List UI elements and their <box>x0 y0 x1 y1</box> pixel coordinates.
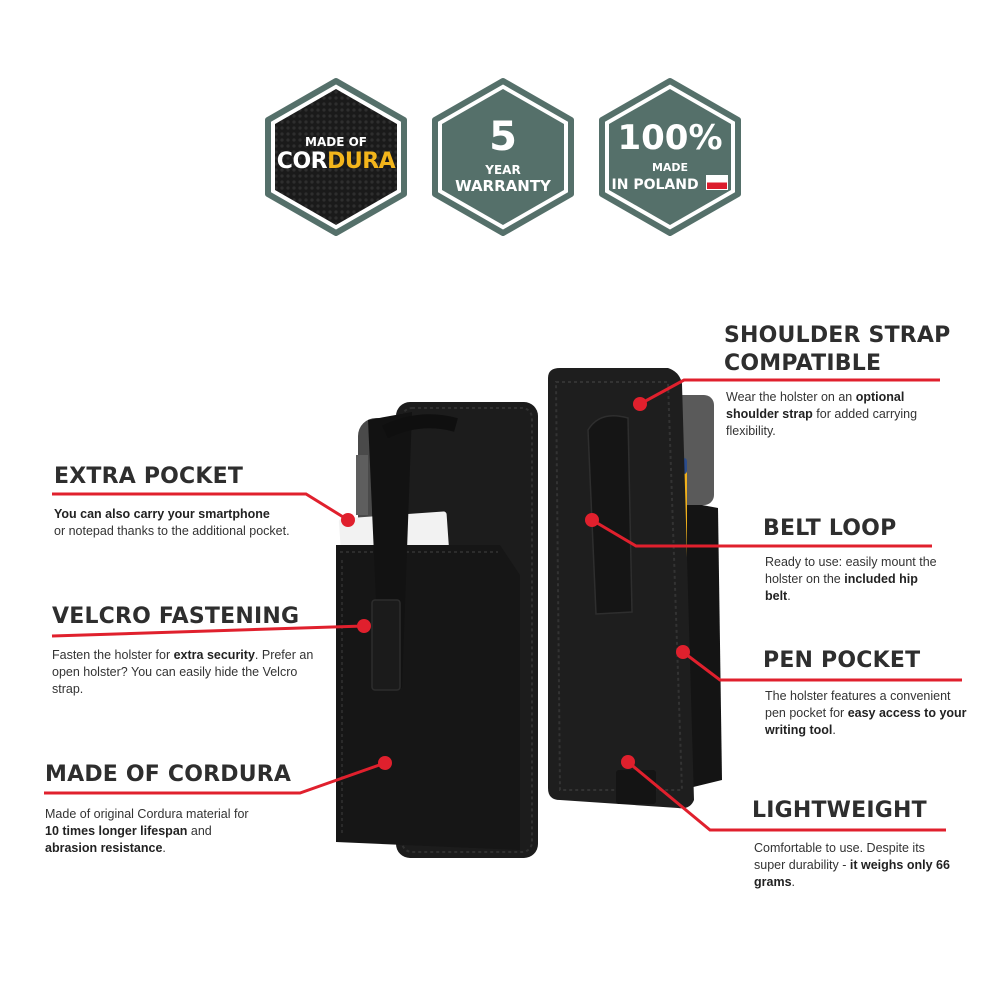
warranty-line2: WARRANTY <box>455 177 551 195</box>
pen-pocket-desc: The holster features a convenient pen po… <box>765 688 970 739</box>
poland-line2-row: IN POLAND <box>595 175 745 193</box>
cordura-desc-p1: Made of original Cordura material for <box>45 807 249 821</box>
cordura-logo-part1: COR <box>276 149 328 174</box>
poland-line2: IN POLAND <box>611 177 699 193</box>
shoulder-strap-title-line2: COMPATIBLE <box>724 351 882 376</box>
shoulder-strap-desc: Wear the holster on an optional shoulder… <box>726 389 931 440</box>
belt-loop-desc: Ready to use: easily mount the holster o… <box>765 554 945 605</box>
cordura-desc-p3: . <box>162 841 166 855</box>
velcro-desc-p1: Fasten the holster for <box>52 648 174 662</box>
light-desc-p2: . <box>791 875 796 889</box>
warranty-line1: YEAR <box>485 163 521 177</box>
badge-made-in-poland: 100% MADE IN POLAND <box>595 77 745 237</box>
badge-cordura-line1: MADE OF <box>305 135 367 149</box>
cordura-desc-bold1: 10 times longer lifespan <box>45 824 188 838</box>
pen-desc-p1: The holster features a convenient pen po… <box>765 689 951 720</box>
extra-pocket-desc-bold: You can also carry your smartphone <box>54 507 270 521</box>
belt-desc-bold: included hip belt <box>765 572 918 603</box>
pen-desc-bold: easy access to your writing tool <box>765 706 967 737</box>
shoulder-desc-p1: Wear the holster on an <box>726 390 856 404</box>
poland-line1: MADE <box>651 161 689 174</box>
shoulder-desc-p2: for added carrying flexibility. <box>726 407 918 438</box>
light-desc-bold: it weighs only 66 grams <box>754 858 950 889</box>
holster-front-image <box>336 402 538 858</box>
shoulder-strap-title: SHOULDER STRAP COMPATIBLE <box>724 322 950 378</box>
poland-flag-icon <box>706 175 729 190</box>
belt-desc-p1: Ready to use: easily mount the holster o… <box>765 555 937 586</box>
made-of-cordura-title: MADE OF CORDURA <box>45 762 292 787</box>
badge-made-of-cordura: MADE OF CORDURA <box>261 77 411 237</box>
cordura-desc-bold2: abrasion resistance <box>45 841 163 855</box>
cordura-logo-part2: DURA <box>327 149 396 174</box>
lightweight-desc: Comfortable to use. Despite its super du… <box>754 840 954 891</box>
badge-5-year-warranty: 5 YEAR WARRANTY <box>428 77 578 237</box>
lightweight-title: LIGHTWEIGHT <box>752 798 927 823</box>
extra-pocket-desc: You can also carry your smartphone or no… <box>54 506 354 540</box>
shoulder-strap-title-line1: SHOULDER STRAP <box>724 323 951 348</box>
pen-pocket-title: PEN POCKET <box>763 648 921 673</box>
belt-loop-title: BELT LOOP <box>763 516 897 541</box>
extra-pocket-desc-rest: or notepad thanks to the additional pock… <box>54 524 290 538</box>
velcro-desc-p2: . Prefer an open holster? You can easily… <box>52 648 314 696</box>
made-of-cordura-desc: Made of original Cordura material for 10… <box>45 806 260 857</box>
belt-desc-p2: . <box>787 589 791 603</box>
pen-desc-p2: . <box>832 723 836 737</box>
shoulder-desc-bold: optional shoulder strap <box>726 390 905 421</box>
extra-pocket-title: EXTRA POCKET <box>54 464 244 489</box>
velcro-title: VELCRO FASTENING <box>52 604 300 629</box>
velcro-desc: Fasten the holster for extra security. P… <box>52 647 322 698</box>
hexagon-badge-shape <box>265 78 407 236</box>
hexagon-badge-shape <box>432 78 574 236</box>
cordura-desc-p2: and <box>187 824 212 838</box>
cordura-logo-text: CORDURA <box>261 149 411 174</box>
velcro-desc-bold: extra security <box>173 648 255 662</box>
warranty-number: 5 <box>489 114 517 160</box>
callout-dots <box>341 397 690 770</box>
holster-back-image <box>548 368 722 809</box>
light-desc-p1: Comfortable to use. Despite its super du… <box>754 841 925 872</box>
hexagon-badge-shape <box>599 78 741 236</box>
poland-percent: 100% <box>617 118 723 158</box>
